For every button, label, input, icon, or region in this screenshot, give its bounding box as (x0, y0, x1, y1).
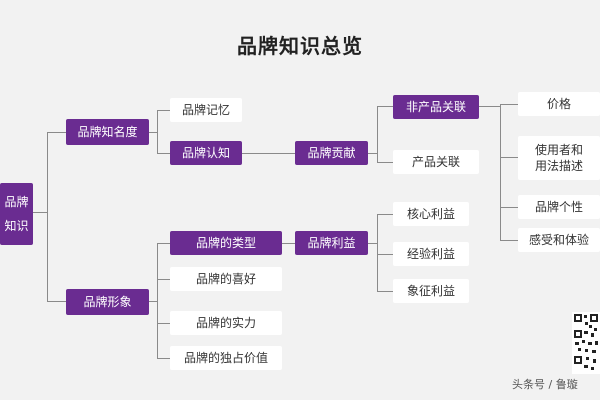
connector-line (377, 214, 378, 292)
connector-line (479, 106, 501, 107)
node-brand-contribution[interactable]: 品牌贡献 (295, 141, 368, 165)
connector-line (368, 243, 378, 244)
connector-line (157, 243, 158, 359)
connector-line (149, 132, 157, 133)
connector-line (157, 110, 170, 111)
node-brand-types[interactable]: 品牌的类型 (170, 231, 282, 255)
node-brand-awareness[interactable]: 品牌知名度 (66, 119, 149, 145)
connector-line (157, 243, 170, 244)
root-node[interactable]: 品牌 知识 (0, 183, 33, 245)
node-feelings-experience[interactable]: 感受和体验 (518, 228, 600, 252)
node-brand-uniqueness[interactable]: 品牌的独占价值 (170, 346, 282, 370)
connector-line (500, 157, 518, 158)
node-brand-strength[interactable]: 品牌的实力 (170, 311, 282, 335)
node-experience-benefit[interactable]: 经验利益 (393, 242, 469, 266)
connector-line (157, 110, 158, 154)
node-core-benefit[interactable]: 核心利益 (393, 202, 469, 226)
connector-line (377, 162, 393, 163)
node-brand-recognition[interactable]: 品牌认知 (170, 141, 242, 165)
connector-line (157, 323, 170, 324)
qr-code-image (572, 312, 600, 374)
connector-line (282, 243, 295, 244)
connector-line (500, 240, 518, 241)
user-usage-line1: 使用者和 (534, 142, 583, 157)
connector-line (47, 132, 66, 133)
connector-line (32, 212, 48, 213)
user-usage-line2: 用法描述 (534, 159, 583, 173)
qr-code-graphic (574, 314, 598, 370)
node-brand-likability[interactable]: 品牌的喜好 (170, 267, 282, 291)
node-brand-benefit[interactable]: 品牌利益 (295, 231, 368, 255)
connector-line (377, 106, 378, 163)
connector-line (157, 279, 170, 280)
node-user-usage-description[interactable]: 使用者和 用法描述 (518, 136, 600, 180)
connector-line (377, 214, 393, 215)
root-label-line1: 品牌 (4, 194, 29, 209)
connector-line (149, 301, 157, 302)
diagram-title: 品牌知识总览 (237, 34, 363, 58)
connector-line (500, 104, 518, 105)
connector-line (47, 301, 66, 302)
connector-line (242, 153, 295, 154)
connector-line (500, 104, 501, 241)
node-brand-recall[interactable]: 品牌记忆 (170, 98, 242, 122)
connector-line (157, 153, 170, 154)
connector-line (368, 153, 378, 154)
node-non-product-association[interactable]: 非产品关联 (393, 95, 479, 119)
connector-line (500, 207, 518, 208)
connector-line (377, 106, 393, 107)
connector-line (157, 358, 170, 359)
node-brand-personality[interactable]: 品牌个性 (518, 195, 600, 219)
node-product-association[interactable]: 产品关联 (393, 150, 479, 174)
connector-line (47, 132, 48, 302)
connector-line (377, 291, 393, 292)
connector-line (377, 254, 393, 255)
node-price[interactable]: 价格 (518, 92, 600, 116)
node-symbolic-benefit[interactable]: 象征利益 (393, 279, 469, 303)
source-watermark: 头条号 / 鲁璇 (512, 378, 578, 391)
node-brand-image[interactable]: 品牌形象 (66, 289, 149, 315)
root-label-line2: 知识 (4, 219, 29, 233)
